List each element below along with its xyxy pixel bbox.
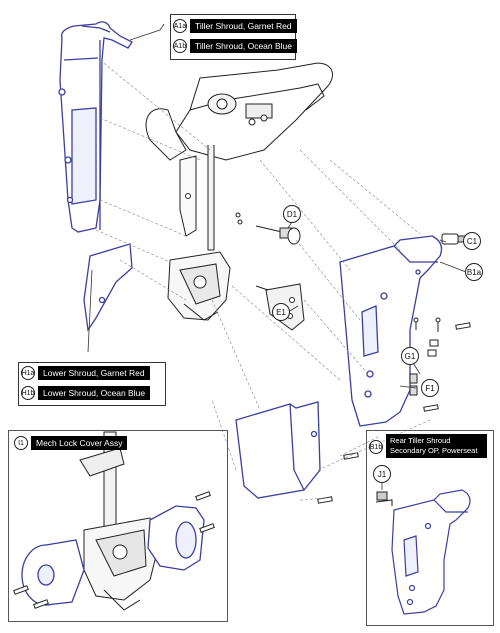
callout-c1: C1: [463, 232, 481, 250]
label-box-lower-shroud: H1a Lower Shroud, Garnet Red H1b Lower S…: [18, 362, 166, 406]
callout-f1: F1: [421, 379, 439, 397]
badge-a1a: A1a: [173, 19, 187, 33]
callout-b1a: B1a: [465, 263, 483, 281]
label-text-h1a: Lower Shroud, Garnet Red: [38, 366, 150, 380]
lower-rear-shroud: [235, 401, 321, 499]
fasteners: [317, 317, 471, 504]
switch-j1: [375, 491, 393, 506]
inset-mech-lock-cover: [8, 430, 228, 622]
callout-j1: J1: [373, 465, 391, 483]
label-text-b1b: Rear Tiller Shroud Secondary OP, Powerse…: [386, 434, 487, 458]
label-h1a: H1a Lower Shroud, Garnet Red: [21, 366, 150, 380]
label-text-h1b: Lower Shroud, Ocean Blue: [38, 386, 151, 400]
callout-e1: E1: [272, 303, 290, 321]
inset-rear-tiller-shroud-secondary: [366, 430, 494, 626]
mech-lock-screws: [13, 491, 215, 609]
label-b1b: B1b Rear Tiller Shroud Secondary OP, Pow…: [369, 434, 487, 458]
label-text-b1b-line1: Rear Tiller Shroud: [390, 436, 451, 445]
badge-i1: I1: [14, 436, 28, 450]
label-h1b: H1b Lower Shroud, Ocean Blue: [21, 386, 151, 400]
rear-tiller-shroud-b1b-drawing: [391, 489, 471, 615]
label-a1b: A1b Tiller Shroud, Ocean Blue: [173, 39, 298, 53]
label-leaders: [87, 23, 467, 490]
label-a1a: A1a Tiller Shroud, Garnet Red: [173, 19, 297, 33]
rear-tiller-shroud-b1a: [339, 235, 443, 427]
label-text-i1: Mech Lock Cover Assy: [31, 436, 128, 450]
mech-lock-right-cover: [147, 505, 205, 571]
callout-g1: G1: [401, 347, 419, 365]
callout-d1: D1: [283, 205, 301, 223]
badge-h1a: H1a: [21, 366, 35, 380]
badge-a1b: A1b: [173, 39, 187, 53]
label-text-a1b: Tiller Shroud, Ocean Blue: [190, 39, 298, 53]
tiller-shroud-a1: [58, 21, 133, 233]
label-text-a1a: Tiller Shroud, Garnet Red: [190, 19, 297, 33]
mech-lock-left-cover: [21, 539, 85, 606]
mech-lock-cover-drawing: [79, 431, 161, 611]
console-connector-d1: [235, 212, 301, 245]
lower-shroud-h1: [83, 243, 133, 332]
label-i1: I1 Mech Lock Cover Assy: [14, 436, 128, 450]
badge-b1b: B1b: [369, 440, 383, 454]
label-text-b1b-line2: Secondary OP, Powerseat: [390, 446, 478, 455]
badge-h1b: H1b: [21, 386, 35, 400]
label-box-tiller-shroud: A1a Tiller Shroud, Garnet Red A1b Tiller…: [170, 14, 298, 60]
tiller-handle-assembly: [145, 62, 334, 321]
